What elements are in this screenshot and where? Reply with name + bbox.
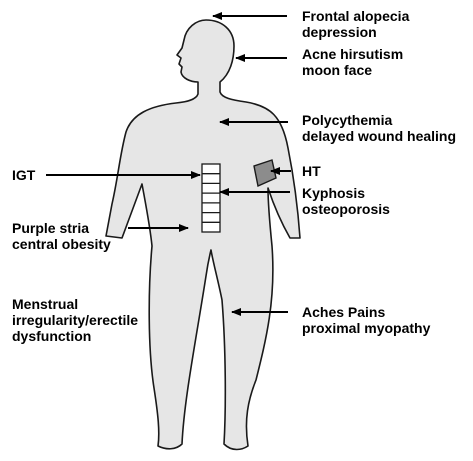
label-line: moon face — [302, 62, 403, 78]
label-ht: HT — [302, 163, 321, 179]
label-line: Frontal alopecia — [302, 8, 409, 24]
label-kyphosis: Kyphosis osteoporosis — [302, 185, 390, 217]
label-line: Polycythemia — [302, 112, 456, 128]
label-menstrual: Menstrual irregularity/erectile dysfunct… — [12, 296, 138, 344]
label-purple-stria: Purple stria central obesity — [12, 220, 111, 252]
label-line: delayed wound healing — [302, 128, 456, 144]
label-acne-hirsutism: Acne hirsutism moon face — [302, 46, 403, 78]
spine-ladder — [202, 164, 220, 232]
label-line: HT — [302, 163, 321, 179]
label-line: Kyphosis — [302, 185, 390, 201]
label-line: Purple stria — [12, 220, 111, 236]
body-silhouette — [106, 20, 300, 450]
label-line: irregularity/erectile — [12, 312, 138, 328]
label-line: IGT — [12, 167, 35, 183]
label-line: Acne hirsutism — [302, 46, 403, 62]
label-polycythemia: Polycythemia delayed wound healing — [302, 112, 456, 144]
label-line: Menstrual — [12, 296, 138, 312]
label-line: central obesity — [12, 236, 111, 252]
label-aches-pains: Aches Pains proximal myopathy — [302, 304, 430, 336]
label-frontal-alopecia: Frontal alopecia depression — [302, 8, 409, 40]
label-line: osteoporosis — [302, 201, 390, 217]
label-line: depression — [302, 24, 409, 40]
label-line: dysfunction — [12, 328, 138, 344]
label-igt: IGT — [12, 167, 35, 183]
label-line: proximal myopathy — [302, 320, 430, 336]
label-line: Aches Pains — [302, 304, 430, 320]
